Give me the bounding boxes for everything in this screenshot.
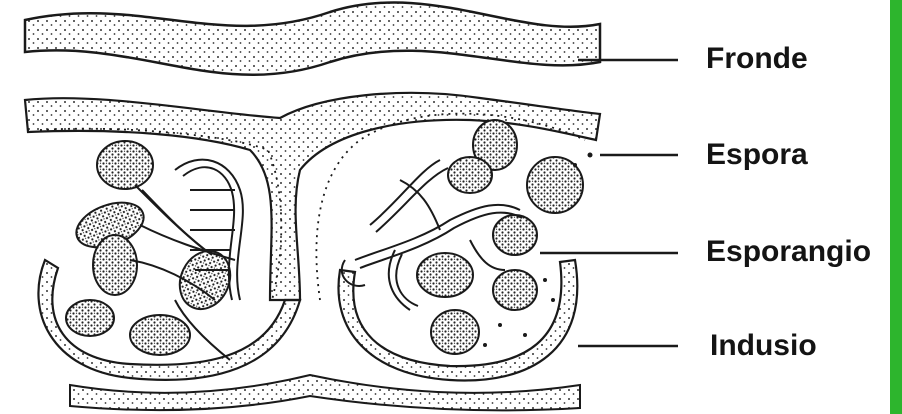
label-espora: Espora <box>706 140 808 170</box>
frond-band <box>25 2 600 74</box>
label-fronde: Fronde <box>706 44 808 74</box>
right-sorus <box>316 114 592 381</box>
label-esporangio: Esporangio <box>706 237 871 267</box>
accent-bar <box>890 0 902 414</box>
label-indusio: Indusio <box>710 331 817 361</box>
